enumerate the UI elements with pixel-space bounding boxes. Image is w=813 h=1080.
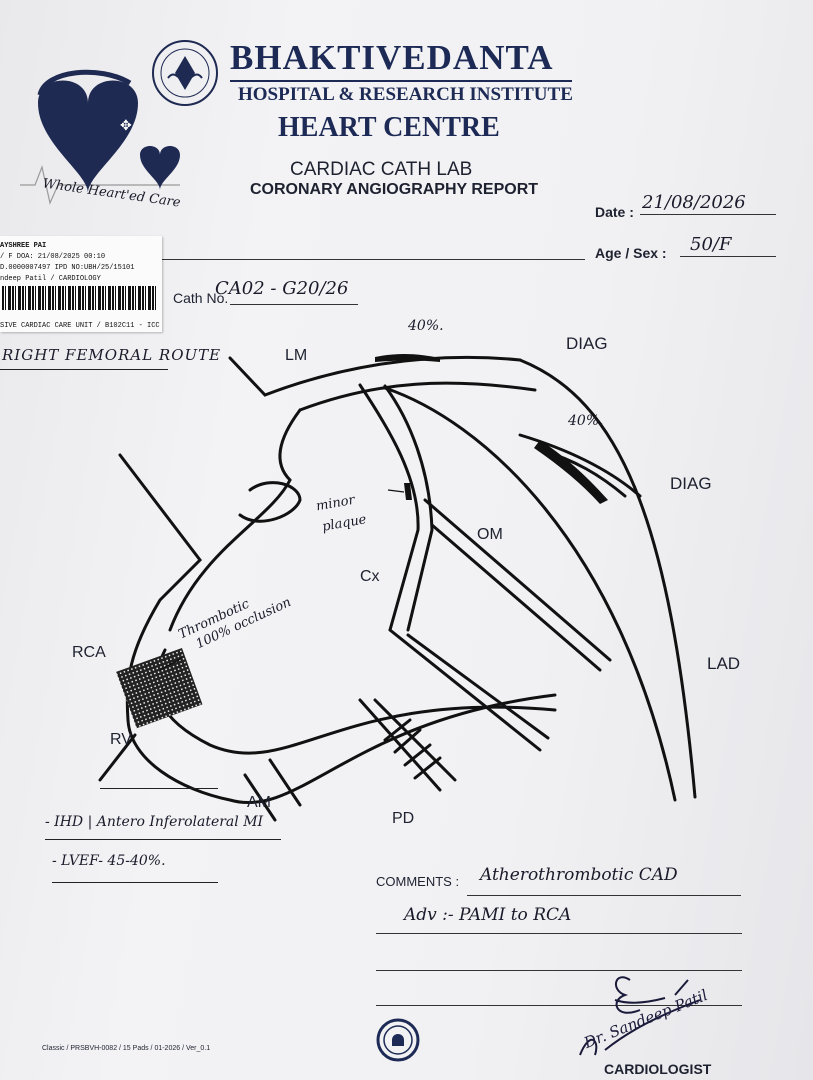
route-underline	[0, 369, 168, 370]
lad-lesion	[534, 440, 608, 504]
signature-graphic	[579, 976, 701, 1056]
comment-rule-1	[467, 895, 741, 896]
rca-arrow	[159, 657, 183, 671]
svg-text:✥: ✥	[120, 117, 132, 133]
label-diag-1: DIAG	[566, 334, 608, 353]
route-note: RIGHT FEMORAL ROUTE	[2, 346, 222, 364]
patient-sticker: AYSHREE PAI / F DOA: 21/08/2025 00:10 D.…	[0, 236, 162, 332]
comments-label: COMMENTS :	[376, 874, 460, 889]
signature-role: CARDIOLOGIST	[604, 1061, 712, 1077]
barcode	[2, 286, 157, 310]
label-rv: RV	[110, 731, 132, 748]
label-rca: RCA	[72, 644, 106, 661]
lm-lower-wall	[298, 381, 537, 412]
lad-inner-wall	[383, 386, 677, 802]
cath-no-line	[230, 304, 358, 305]
plaque-arrow	[387, 489, 405, 493]
cx-plaque	[404, 483, 412, 500]
age-sex-value: 50/F	[690, 234, 732, 255]
comment-rule-2	[376, 933, 742, 934]
date-value: 21/08/2026	[642, 192, 746, 213]
lm-stenosis-note: 40%.	[408, 318, 444, 334]
lad-stenosis-note: 40%.	[568, 413, 604, 429]
label-diag-2: DIAG	[670, 474, 712, 493]
comments-line-2: Adv :- PAMI to RCA	[404, 905, 572, 925]
hospital-subtitle: HOSPITAL & RESEARCH INSTITUTE	[238, 84, 573, 105]
header-rule	[230, 80, 572, 82]
diagnosis-line-2: - LVEF- 45-40%.	[52, 853, 166, 869]
sticker-ipd: D.0000007497 IPD NO:UBH/25/15101	[0, 264, 135, 272]
comments-line-1: Atherothrombotic CAD	[480, 865, 678, 885]
label-om: OM	[477, 526, 503, 543]
coronary-diagram	[98, 354, 697, 822]
name-line	[160, 259, 585, 260]
label-am: AM	[247, 794, 271, 811]
date-label: Date :	[595, 204, 634, 220]
accreditation-seal-icon	[376, 1018, 420, 1062]
lm-upper-wall	[228, 355, 522, 397]
date-line	[640, 214, 776, 215]
age-sex-line	[680, 256, 776, 257]
comment-rule-3	[376, 970, 742, 971]
department-title: CARDIAC CATH LAB	[290, 159, 473, 180]
label-lad: LAD	[707, 654, 741, 673]
rca-occlusion	[116, 647, 203, 729]
form-code: Classic / PRSBVH-0082 / 15 Pads / 01-202…	[42, 1045, 211, 1052]
hospital-emblem-icon	[152, 40, 218, 106]
lad-outer-wall	[518, 358, 697, 799]
lm-lesion	[375, 354, 440, 362]
comment-rule-4	[376, 1005, 742, 1006]
cath-no-value: CA02 - G20/26	[215, 278, 349, 299]
sticker-name: AYSHREE PAI	[0, 242, 47, 250]
sticker-doctor: ndeep Patil / CARDIOLOGY	[0, 275, 101, 283]
hospital-name: BHAKTIVEDANTA	[230, 38, 554, 77]
heart-logo: ✥	[20, 69, 180, 205]
diagnosis-underline-1	[45, 839, 281, 840]
cath-no-label: Cath No.	[173, 290, 229, 306]
sticker-doa: / F DOA: 21/08/2025 00:10	[0, 253, 106, 261]
label-lm: LM	[285, 347, 308, 364]
rv-underline	[100, 788, 218, 789]
label-cx: Cx	[360, 568, 380, 585]
report-title: CORONARY ANGIOGRAPHY REPORT	[250, 181, 539, 198]
label-pd: PD	[392, 810, 415, 827]
diagnosis-line-1: - IHD | Antero Inferolateral MI	[45, 814, 264, 830]
age-sex-label: Age / Sex :	[595, 245, 667, 261]
sticker-unit: SIVE CARDIAC CARE UNIT / B102C11 - ICC	[0, 322, 160, 330]
diagnosis-underline-2	[52, 882, 218, 883]
centre-title: HEART CENTRE	[278, 112, 500, 143]
